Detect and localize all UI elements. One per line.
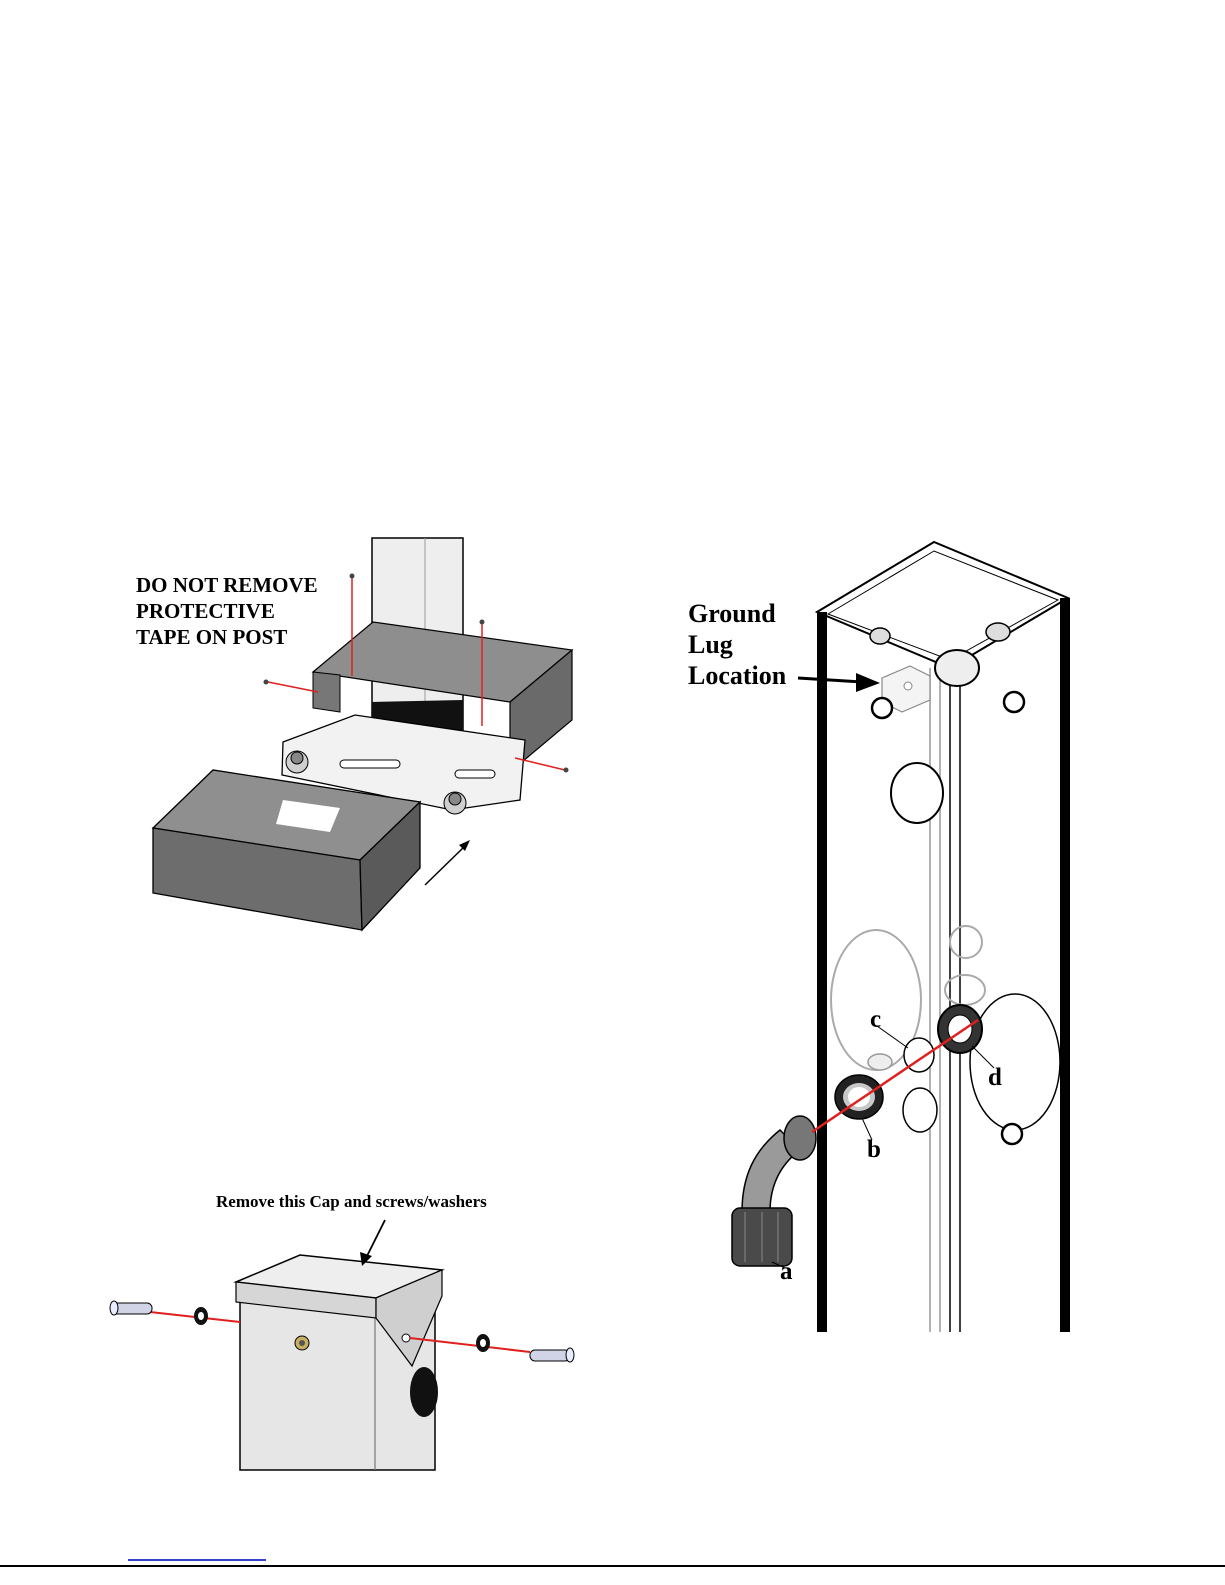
ground-lug-line-3: Location (688, 660, 786, 691)
footer-link-underline[interactable] (128, 1559, 266, 1561)
part-d-locknut (938, 1005, 982, 1053)
part-label-d: d (988, 1064, 1002, 1092)
part-label-b: b (867, 1136, 881, 1164)
part-a-elbow-connector (732, 1116, 816, 1266)
upper-fittings (870, 623, 1024, 823)
ground-lug-line-2: Lug (688, 629, 786, 660)
part-label-c: c (870, 1006, 881, 1034)
ground-lug-label: Ground Lug Location (688, 598, 786, 691)
footer-rule (0, 1565, 1225, 1567)
ground-lug-arrow-icon (798, 673, 880, 692)
part-label-a: a (780, 1258, 793, 1286)
ground-lug-line-1: Ground (688, 598, 786, 629)
